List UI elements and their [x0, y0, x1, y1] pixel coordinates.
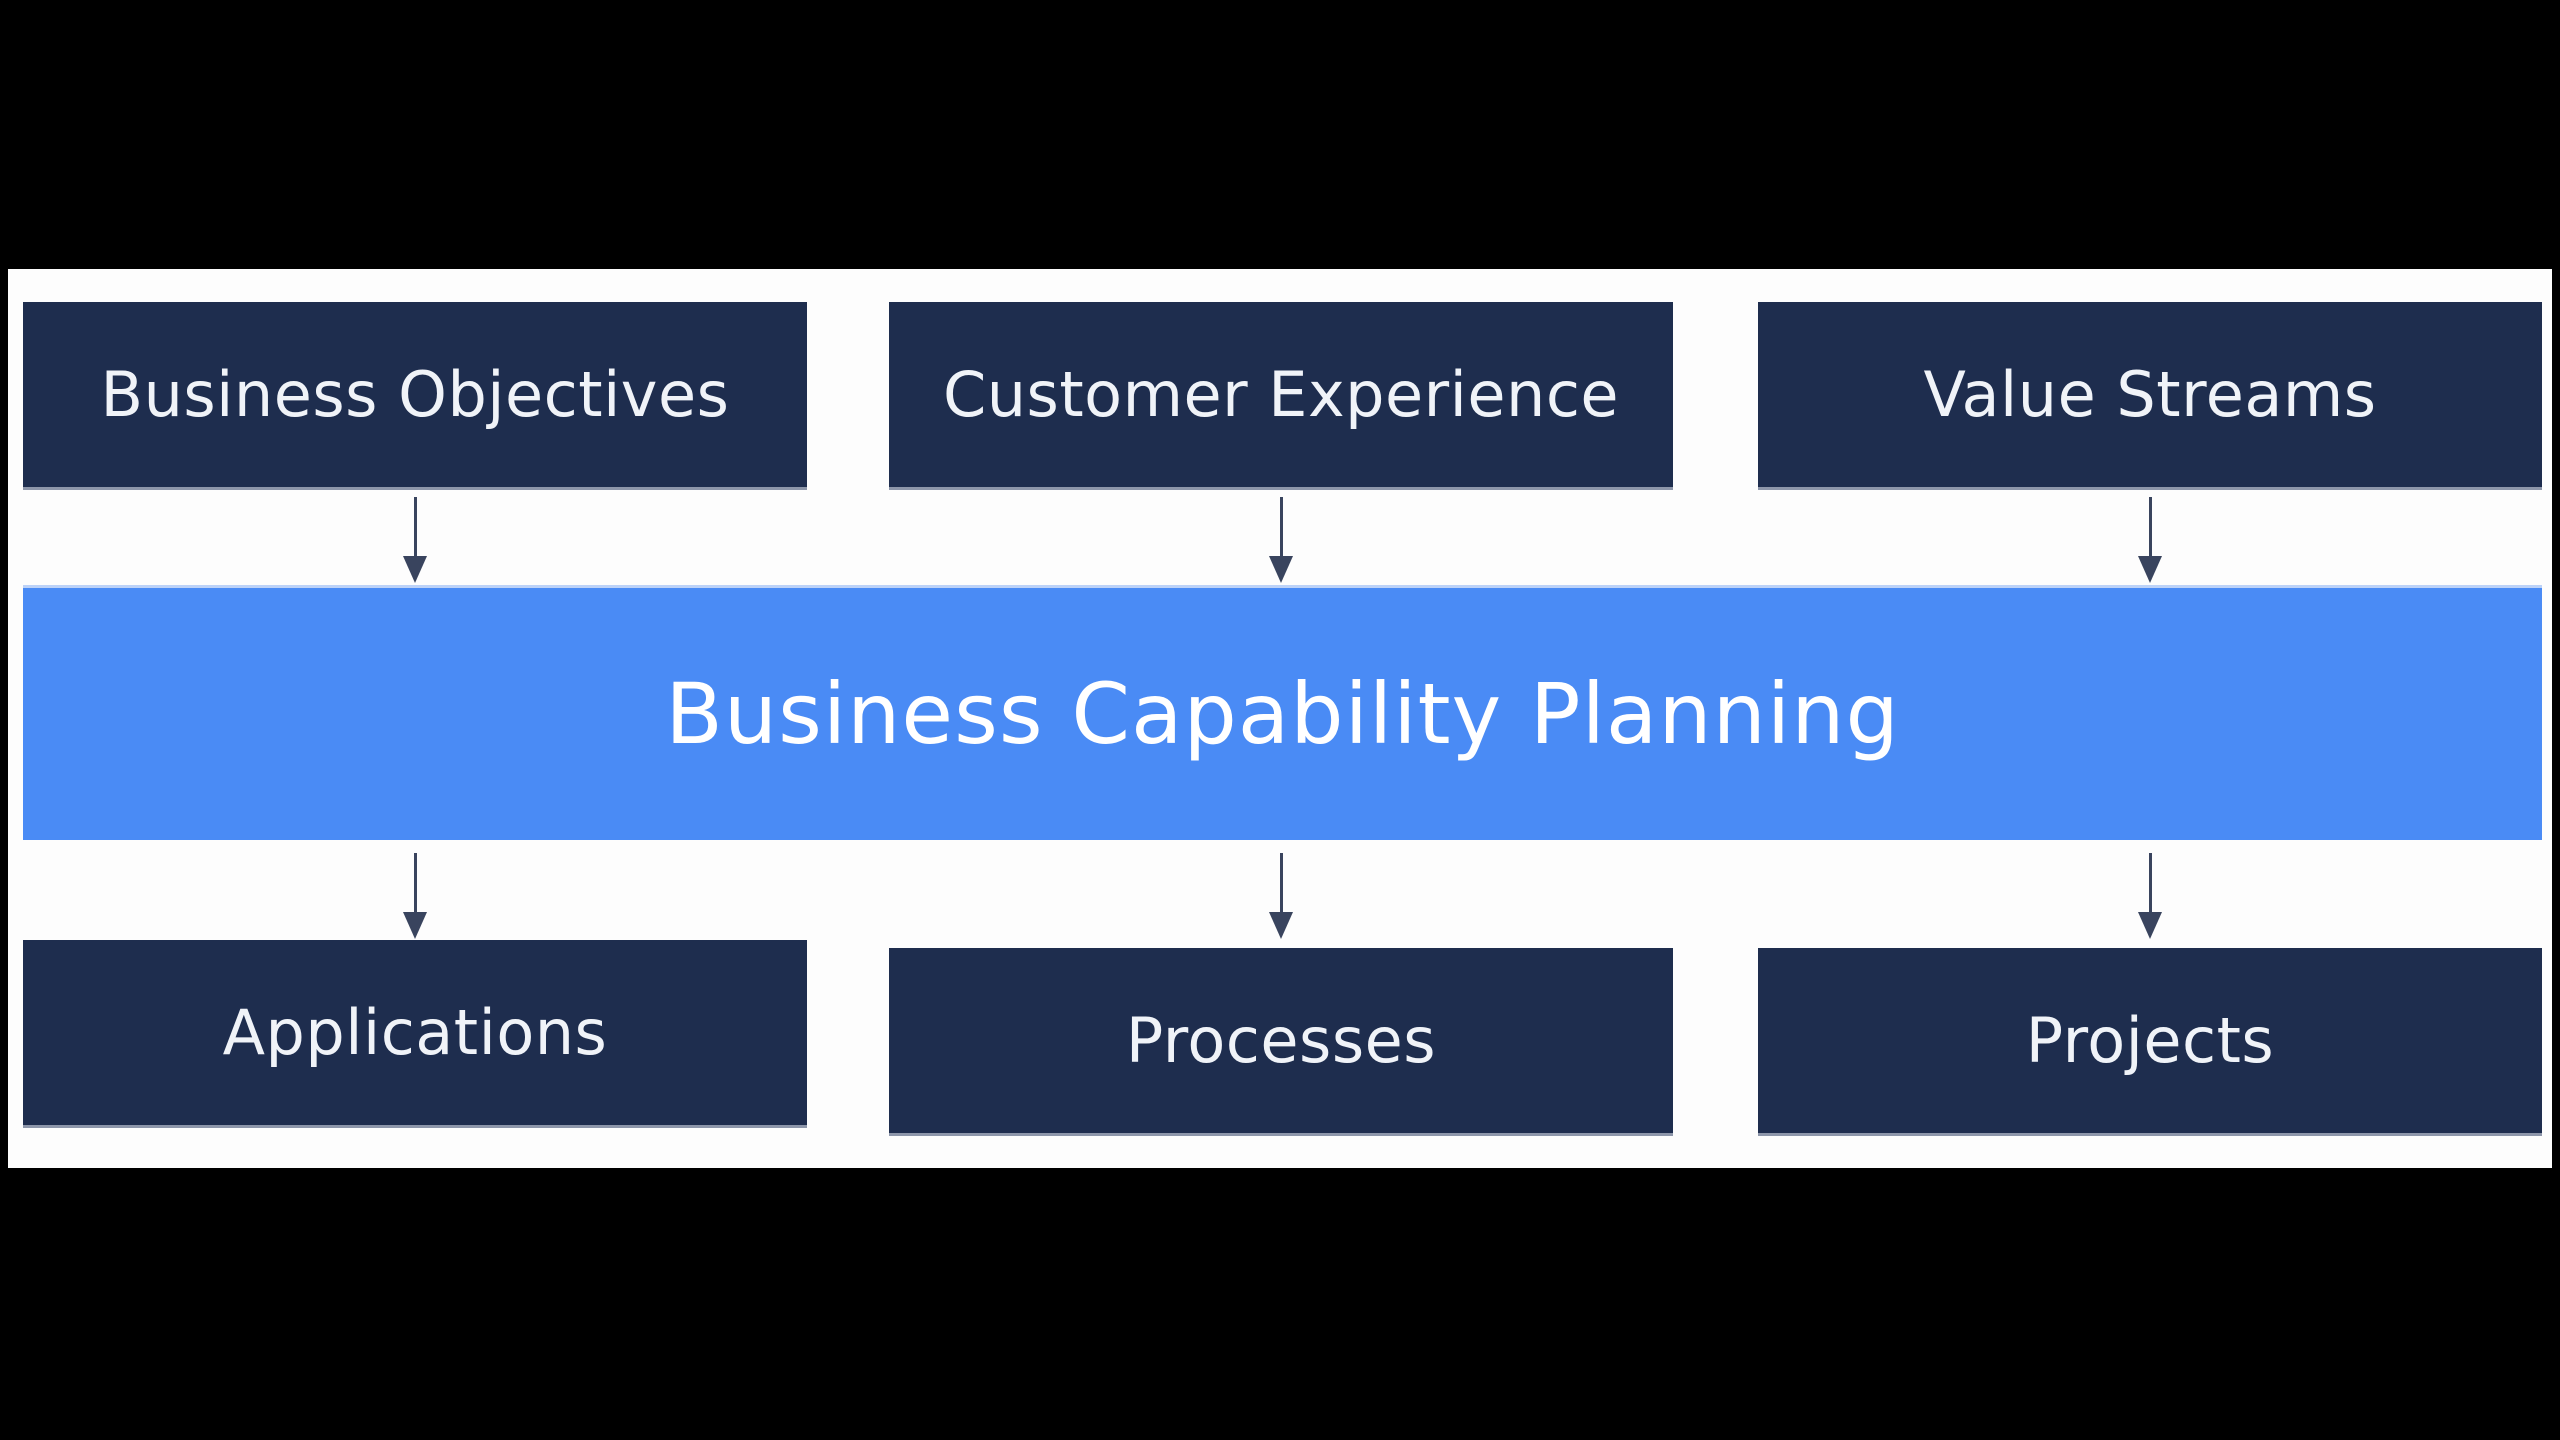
arrow-shaft: [1279, 853, 1283, 912]
arrowhead-icon: [1269, 912, 1293, 939]
arrow-down-icon: [2138, 853, 2162, 939]
node-projects-label: Projects: [2025, 1004, 2275, 1077]
arrow-down-icon: [403, 497, 427, 583]
arrow-shaft: [413, 853, 417, 912]
arrow-shaft: [1279, 497, 1283, 556]
node-customer-experience-label: Customer Experience: [942, 358, 1620, 431]
arrow-shaft: [2148, 497, 2152, 556]
arrowhead-icon: [2138, 556, 2162, 583]
node-processes: Processes: [889, 948, 1673, 1136]
arrowhead-icon: [1269, 556, 1293, 583]
arrow-down-icon: [1269, 497, 1293, 583]
node-customer-experience: Customer Experience: [889, 302, 1673, 490]
node-applications: Applications: [23, 940, 807, 1128]
arrow-down-icon: [403, 853, 427, 939]
banner-label: Business Capability Planning: [665, 665, 1900, 763]
arrowhead-icon: [2138, 912, 2162, 939]
banner-business-capability-planning: Business Capability Planning: [23, 585, 2542, 840]
arrow-down-icon: [2138, 497, 2162, 583]
arrow-shaft: [413, 497, 417, 556]
arrowhead-icon: [403, 556, 427, 583]
arrow-down-icon: [1269, 853, 1293, 939]
arrow-shaft: [2148, 853, 2152, 912]
node-business-objectives: Business Objectives: [23, 302, 807, 490]
node-projects: Projects: [1758, 948, 2542, 1136]
node-processes-label: Processes: [1125, 1004, 1437, 1077]
node-value-streams-label: Value Streams: [1923, 358, 2377, 431]
arrowhead-icon: [403, 912, 427, 939]
node-business-objectives-label: Business Objectives: [100, 358, 730, 431]
node-value-streams: Value Streams: [1758, 302, 2542, 490]
diagram-stage: Business Objectives Customer Experience …: [8, 269, 2552, 1168]
node-applications-label: Applications: [222, 996, 608, 1069]
